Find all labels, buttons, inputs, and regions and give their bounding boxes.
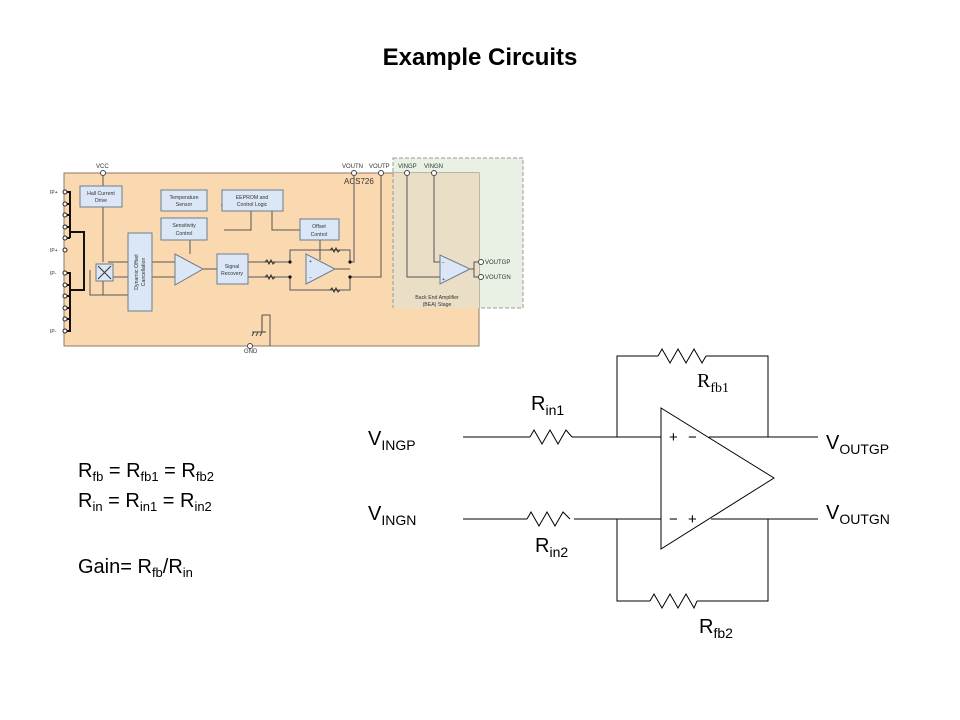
label-vingn: VINGN	[368, 503, 417, 528]
text-bea-2: (BEA) Stage	[423, 302, 452, 308]
pin-vingp	[404, 170, 410, 176]
text-signal-2: Recovery	[221, 271, 243, 277]
text-eeprom-2: Control Logic	[237, 202, 268, 208]
label-ip-plus-2: IP+	[50, 248, 58, 254]
diff-amp-circuit	[463, 347, 818, 610]
label-vingp: VINGP	[398, 164, 417, 170]
text-bea-1: Back End Amplifier	[415, 295, 459, 301]
amp-offset	[305, 253, 337, 285]
opamp-plus-bottom: +	[688, 511, 697, 528]
block-dynamic-offset-cancellation	[127, 232, 153, 312]
pin-voutgp	[478, 259, 484, 265]
bea-overlap	[393, 173, 479, 308]
pin-voutgn	[478, 274, 484, 280]
label-rin2: Rin2	[535, 535, 569, 560]
opamp-minus-top: −	[688, 429, 697, 446]
label-voutn: VOUTN	[342, 164, 363, 170]
text-hall-2: Drive	[95, 198, 107, 204]
resistor-rin2	[526, 510, 571, 528]
text-temp-2: Sensor	[176, 202, 193, 208]
text-offset-2: Control	[311, 232, 328, 238]
text-sens-2: Control	[176, 231, 193, 237]
wire-feedback-bottom	[616, 519, 769, 602]
amp-bea	[439, 254, 472, 285]
hall-sensor-icon	[97, 265, 112, 280]
label-rin1: Rin1	[531, 393, 565, 418]
label-ip-plus-1: IP+	[50, 190, 58, 196]
text-offset-1: Offset	[312, 224, 326, 230]
svg-text:+: +	[442, 277, 445, 283]
chip-name: ACS726	[344, 177, 374, 186]
text-eeprom-1: EEPROM and	[236, 195, 269, 201]
label-voutgn: VOUTGN	[826, 502, 890, 527]
label-vcc: VCC	[96, 164, 109, 170]
block-eeprom	[221, 189, 284, 212]
opamp-minus-bottom: −	[669, 511, 678, 528]
label-voutgp: VOUTGP	[485, 260, 510, 266]
block-signal-recovery	[216, 253, 249, 285]
equation-rfb: Rfb = Rfb1 = Rfb2	[78, 460, 214, 484]
equation-rin: Rin = Rin1 = Rin2	[78, 490, 212, 514]
ground-icon	[251, 315, 266, 337]
resistor-rfb2	[649, 592, 698, 610]
block-sensitivity-control	[160, 217, 208, 241]
label-gnd: GND	[244, 349, 258, 355]
pin-vingn	[431, 170, 437, 176]
label-voutp: VOUTP	[369, 164, 390, 170]
pin-voutn	[351, 170, 357, 176]
text-temp-1: Temperature	[169, 195, 198, 201]
opamp-plus-top: +	[669, 429, 678, 446]
label-rfb2: Rfb2	[699, 616, 733, 641]
text-doc-1: Dynamic Offset	[134, 254, 140, 290]
block-hall-current-drive	[79, 185, 123, 208]
label-vingn: VINGN	[424, 164, 443, 170]
label-voutgp: VOUTGP	[826, 432, 890, 457]
label-rfb1: Rfb1	[697, 370, 730, 396]
resistor-rin1	[529, 428, 573, 446]
svg-text:−: −	[442, 260, 445, 266]
block-temperature-sensor	[160, 189, 208, 212]
amp-gain	[174, 253, 205, 286]
text-doc-2: Cancellation	[141, 258, 147, 287]
text-hall-1: Hall Current	[87, 191, 115, 197]
wire-feedback-top	[616, 355, 769, 437]
pin-gnd	[247, 343, 253, 349]
label-voutgn: VOUTGN	[485, 275, 511, 281]
svg-text:+: +	[309, 259, 312, 265]
label-ip-minus-1: IP-	[50, 271, 57, 277]
label-ip-minus-2: IP-	[50, 329, 57, 335]
pin-voutp	[378, 170, 384, 176]
equation-gain: Gain= Rfb/Rin	[78, 556, 193, 580]
svg-text:−: −	[309, 275, 312, 281]
block-offset-control	[299, 218, 340, 241]
pin-vcc	[100, 170, 106, 176]
text-sens-1: Sensitivity	[172, 223, 196, 229]
resistor-rfb1	[657, 347, 707, 365]
text-signal-1: Signal	[225, 264, 239, 270]
opamp-triangle	[660, 407, 775, 550]
label-vingp: VINGP	[368, 428, 416, 453]
slide-title: Example Circuits	[382, 44, 578, 71]
